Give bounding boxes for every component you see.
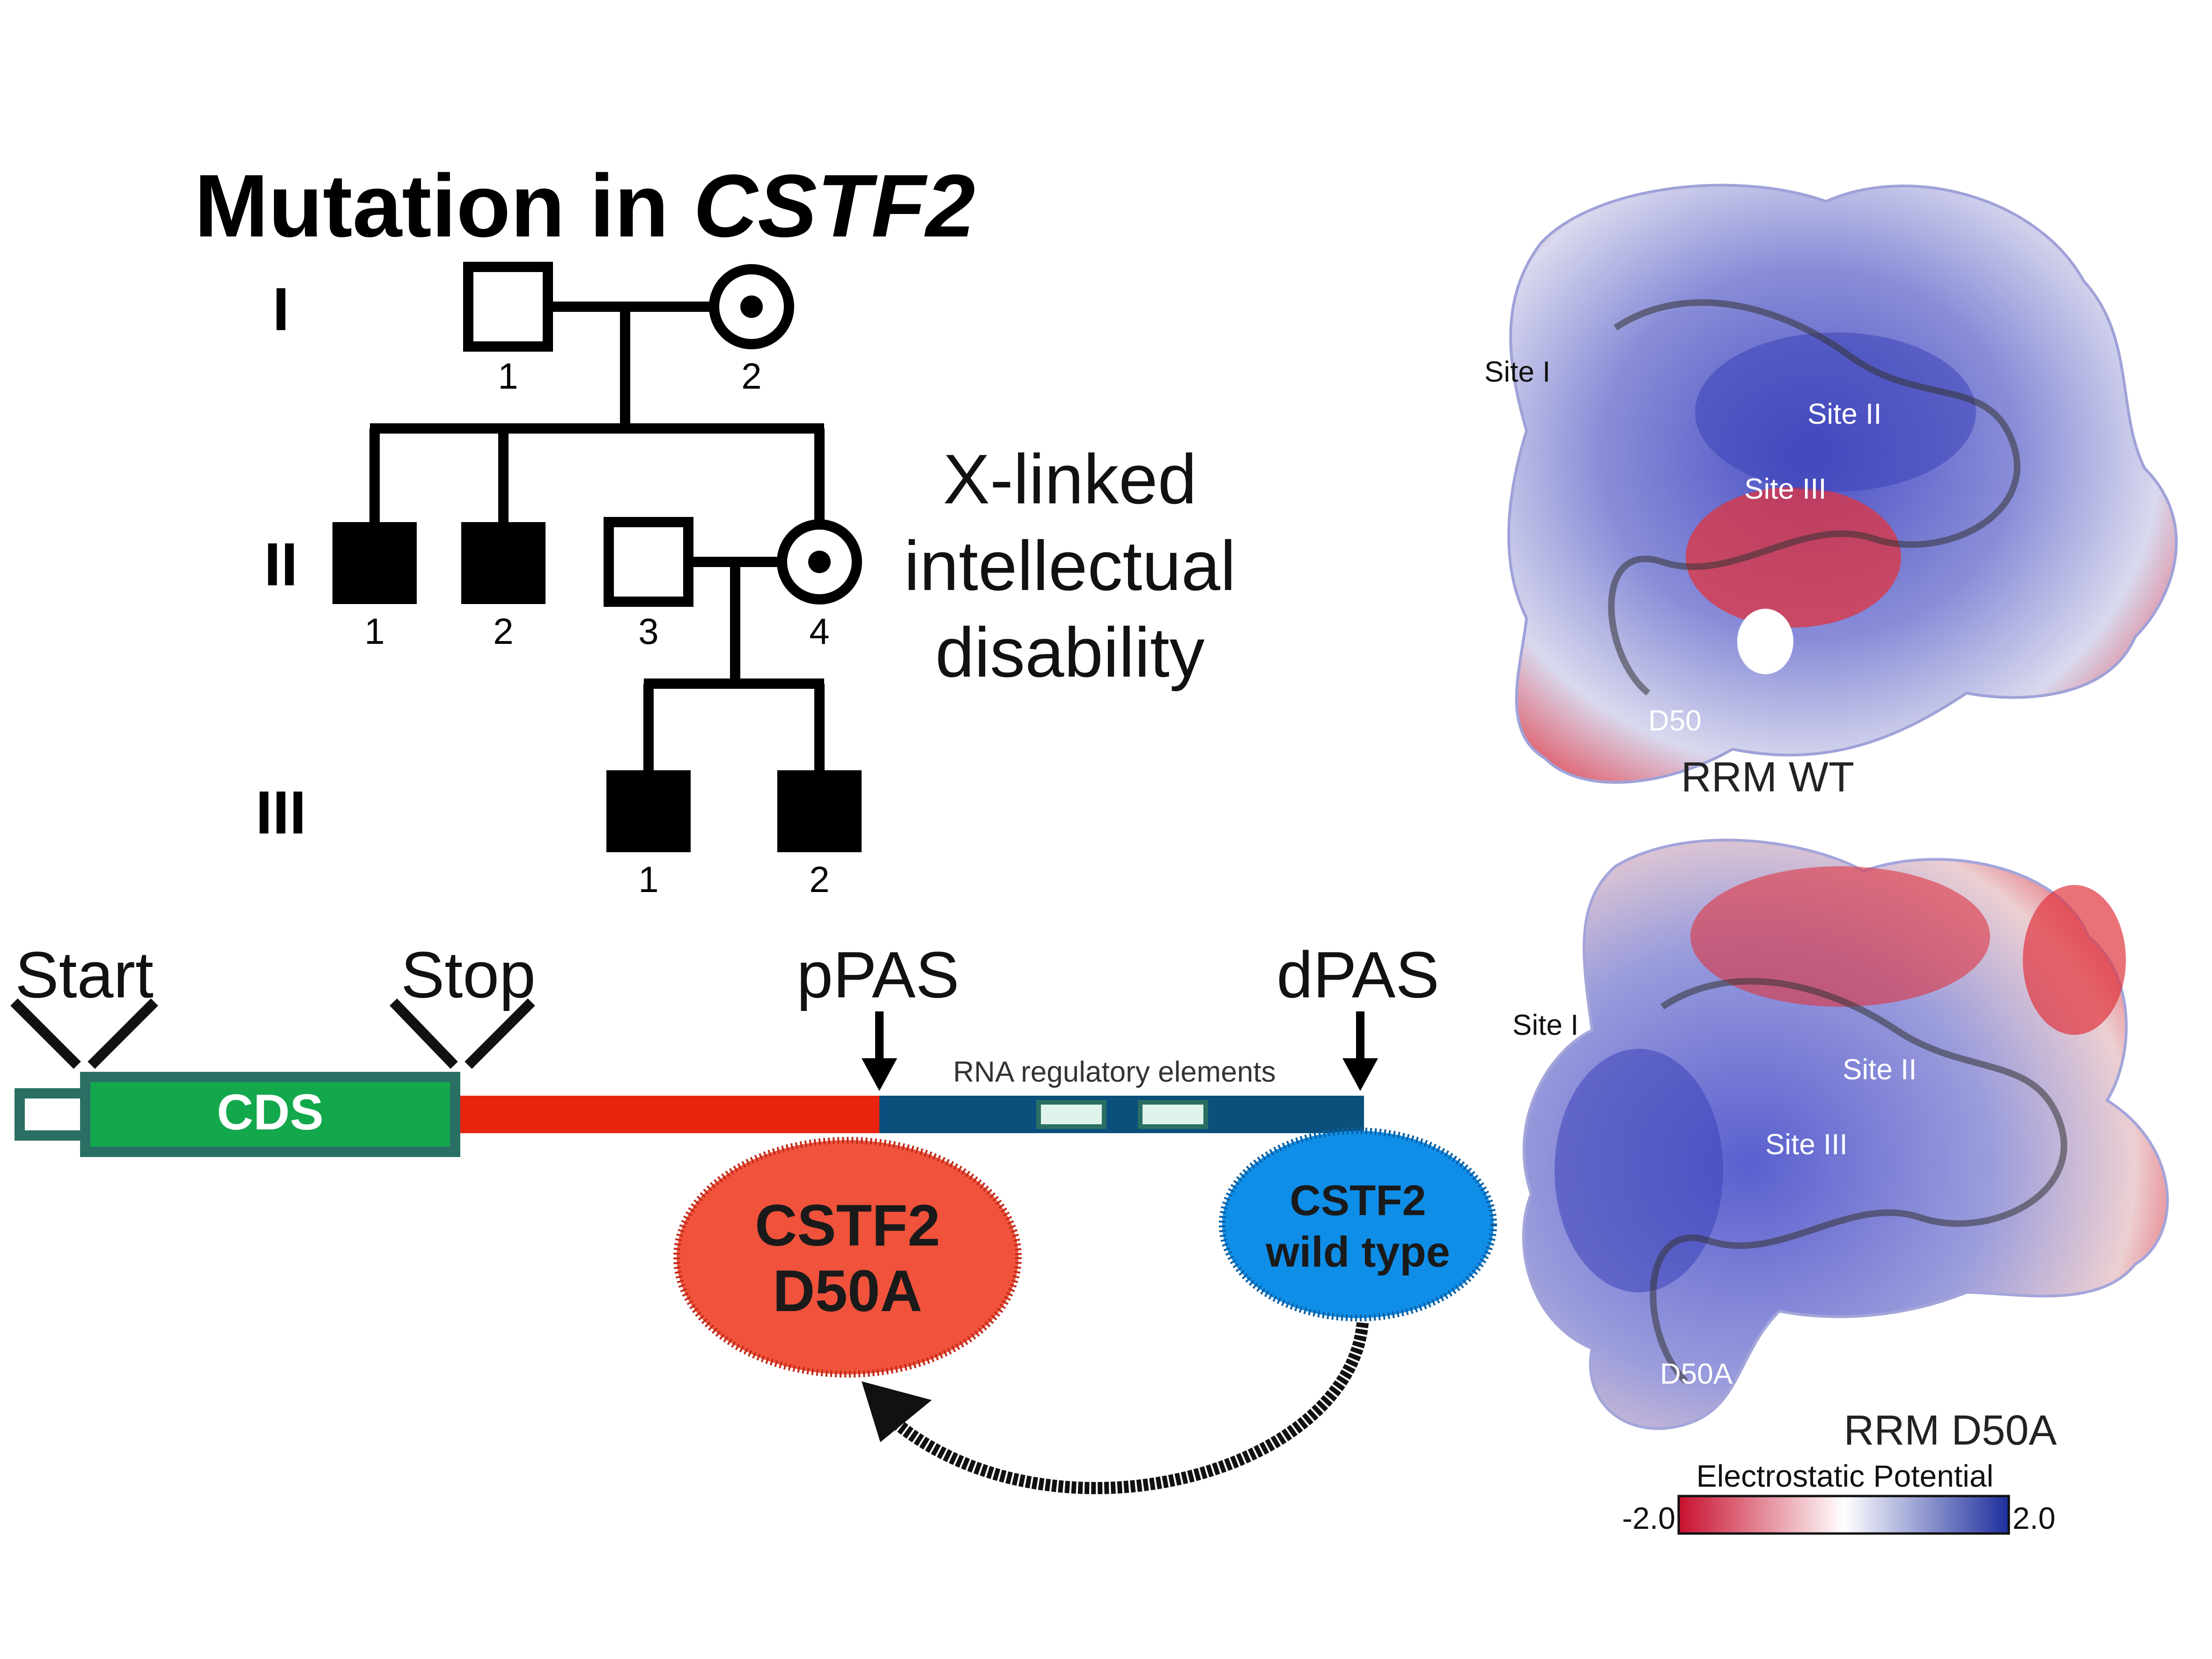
phenotype-label: X-linked intellectual disability [904,440,1236,692]
gene-diagram: CDS RNA regulatory elements Start Stop p… [10,938,1439,1157]
dpas-label: dPAS [1276,938,1439,1011]
structure-mutant-red-patch-2 [2023,885,2126,1035]
carrier-dot-I-2 [740,295,763,318]
wildtype-oval [1219,1128,1497,1321]
dpas-arrow-head [1342,1058,1378,1091]
structure-wt: Site I Site II Site III D50 RRM WT [1484,184,2178,801]
individual-numbers: 1 2 1 2 3 4 1 2 [364,355,829,900]
structure-mutant-surface [1522,839,2169,1430]
male-unaffected-I-1 [463,262,553,352]
male-affected-III-1 [606,770,691,852]
structure-wt-site-1: Site I [1484,356,1550,388]
colorbar-max-label: 2.0 [2013,1501,2056,1535]
mutant-label-line-1: CSTF2 [755,1193,940,1258]
five-prime-utr [15,1088,90,1141]
title-prefix: Mutation in [194,156,693,256]
stop-bracket-left [390,998,458,1069]
colorbar-title: Electrostatic Potential [1696,1459,1994,1493]
curved-arrow [871,1322,1369,1494]
stop-label: Stop [401,938,536,1011]
number-II-1: 1 [364,611,384,652]
carrier-dot-II-4 [808,551,831,573]
structure-wt-residue: D50 [1648,705,1702,737]
structure-mutant-blue-patch [1555,1049,1723,1292]
start-label: Start [15,938,154,1011]
number-II-3: 3 [638,611,658,652]
figure-title: Mutation in CSTF2 [194,156,975,256]
male-affected-II-1 [332,522,417,604]
number-I-2: 2 [741,355,761,397]
stop-bracket-right [465,998,535,1069]
generation-labels: I II III [256,275,306,847]
number-II-2: 2 [493,611,513,652]
regulatory-element-1 [1036,1100,1106,1129]
phenotype-line-2: intellectual [904,526,1236,605]
proximal-utr [460,1096,879,1133]
number-II-4: 4 [809,611,829,652]
structure-mutant-site-3: Site III [1765,1128,1848,1161]
pedigree [369,302,825,770]
start-bracket-right [88,998,158,1069]
generation-label-II: II [264,530,298,598]
structure-wt-red-patch [1686,487,1901,627]
phenotype-line-1: X-linked [943,440,1197,518]
structure-wt-site-3: Site III [1744,473,1827,505]
structure-mutant-residue: D50A [1660,1358,1733,1390]
colorbar-min-label: -2.0 [1622,1501,1675,1535]
cds-label: CDS [217,1084,324,1140]
structure-wt-blue-patch [1695,332,1976,492]
structure-mutant: Site I Site II Site III D50A RRM D50A [1512,839,2169,1454]
male-unaffected-II-3 [604,517,693,607]
rna-elements-label: RNA regulatory elements [953,1056,1276,1088]
ppas-arrow-head [862,1058,897,1091]
mutant-label-line-2: D50A [773,1259,922,1324]
phenotype-line-3: disability [935,613,1204,692]
colorbar: Electrostatic Potential -2.0 2.0 [1622,1459,2055,1535]
structure-mutant-red-patch [1690,866,1990,1007]
start-bracket-left [10,998,81,1069]
cds-box [80,1072,460,1157]
structure-mutant-site-1: Site I [1512,1009,1578,1041]
structure-mutant-site-2: Site II [1843,1054,1917,1086]
number-III-2: 2 [809,859,829,900]
generation-label-III: III [256,778,306,847]
colorbar-gradient [1677,1495,2010,1535]
mutant-oval [673,1137,1022,1378]
number-III-1: 1 [638,859,658,900]
number-I-1: 1 [498,355,518,397]
title-gene: CSTF2 [693,156,975,256]
wildtype-label-line-2: wild type [1265,1228,1450,1276]
structure-mutant-caption: RRM D50A [1843,1407,2057,1454]
male-affected-III-2 [777,770,862,852]
ppas-label: pPAS [796,938,959,1011]
wildtype-label-line-1: CSTF2 [1290,1177,1426,1224]
structure-mutant-backbone [1650,978,2067,1384]
curved-arrow-head [862,1381,932,1442]
regulatory-element-2 [1138,1100,1208,1129]
male-affected-II-2 [461,522,546,604]
structure-wt-backbone [1608,299,2020,696]
structure-wt-site-2: Site II [1807,398,1882,430]
generation-label-I: I [273,275,289,343]
distal-utr [879,1096,1364,1133]
structure-wt-pore [1737,609,1793,674]
structure-wt-caption: RRM WT [1681,754,1854,801]
